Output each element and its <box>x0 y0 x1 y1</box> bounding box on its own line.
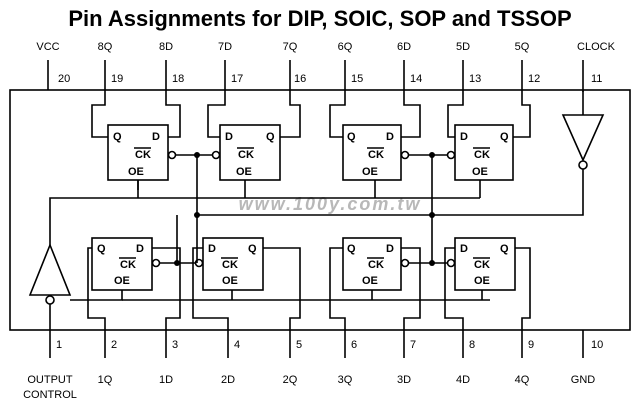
svg-text:CK: CK <box>222 259 238 271</box>
pin-num-7: 7 <box>410 339 416 351</box>
flipflop-4: D Q CK OE <box>446 237 516 291</box>
svg-text:CK: CK <box>238 149 254 161</box>
flipflop-3: Q D CK OE <box>342 237 410 291</box>
pin-name-gnd: GND <box>571 374 596 386</box>
pin-name-5d: 5D <box>456 41 470 53</box>
pin-name-output-control-2: CONTROL <box>23 389 77 401</box>
svg-text:OE: OE <box>362 275 378 287</box>
output-control-buffer <box>28 180 490 330</box>
svg-text:OE: OE <box>222 275 238 287</box>
pin-num-8: 8 <box>469 339 475 351</box>
pin-name-clock: CLOCK <box>577 41 616 53</box>
pin-num-15: 15 <box>351 73 363 85</box>
svg-text:CK: CK <box>135 149 151 161</box>
pin-name-2q: 2Q <box>283 374 298 386</box>
pin-name-3d: 3D <box>397 374 411 386</box>
svg-text:Q: Q <box>500 131 509 143</box>
package-outline <box>9 89 631 331</box>
pin-name-7q: 7Q <box>283 41 298 53</box>
bottom-pin-names: OUTPUT CONTROL 1Q 1D 2D 2Q 3Q 3D 4D 4Q G… <box>23 374 595 401</box>
top-pin-leads <box>47 60 584 90</box>
pin-name-6q: 6Q <box>338 41 353 53</box>
pin-num-13: 13 <box>469 73 481 85</box>
svg-text:Q: Q <box>248 243 257 255</box>
pin-name-8q: 8Q <box>98 41 113 53</box>
pin-num-10: 10 <box>591 339 603 351</box>
svg-text:CK: CK <box>368 149 384 161</box>
svg-text:D: D <box>225 131 233 143</box>
pin-num-19: 19 <box>111 73 123 85</box>
pin-num-12: 12 <box>528 73 540 85</box>
svg-text:OE: OE <box>236 166 252 178</box>
svg-text:OE: OE <box>114 275 130 287</box>
pin-num-11: 11 <box>591 73 602 85</box>
pin-num-3: 3 <box>172 339 178 351</box>
svg-text:OE: OE <box>472 166 488 178</box>
flipflop-2: D Q CK OE <box>194 237 264 291</box>
pin-name-7d: 7D <box>218 41 232 53</box>
svg-text:OE: OE <box>128 166 144 178</box>
svg-text:D: D <box>152 131 160 143</box>
pin-name-1d: 1D <box>159 374 173 386</box>
pin-name-1q: 1Q <box>98 374 113 386</box>
top-pin-names: VCC 8Q 8D 7D 7Q 6Q 6D 5D 5Q CLOCK <box>36 41 615 53</box>
pin-num-17: 17 <box>231 73 243 85</box>
pin-name-5q: 5Q <box>515 41 530 53</box>
flipflop-6: Q D CK OE <box>342 124 410 181</box>
svg-text:Q: Q <box>266 131 275 143</box>
clock-buffer <box>176 90 605 263</box>
flipflop-5: D Q CK OE <box>446 124 514 181</box>
pin-num-14: 14 <box>410 73 422 85</box>
pin-name-output-control: OUTPUT <box>27 374 73 386</box>
pin-name-6d: 6D <box>397 41 411 53</box>
svg-text:Q: Q <box>347 131 356 143</box>
svg-text:OE: OE <box>362 166 378 178</box>
svg-text:CK: CK <box>368 259 384 271</box>
svg-text:CK: CK <box>474 149 490 161</box>
svg-text:OE: OE <box>474 275 490 287</box>
pin-name-8d: 8D <box>159 41 173 53</box>
pin-name-4q: 4Q <box>515 374 530 386</box>
pin-num-4: 4 <box>234 339 240 351</box>
svg-text:Q: Q <box>97 243 106 255</box>
pin-num-18: 18 <box>172 73 184 85</box>
svg-text:D: D <box>208 243 216 255</box>
pin-name-4d: 4D <box>456 374 470 386</box>
pin-name-2d: 2D <box>221 374 235 386</box>
pin-name-vcc: VCC <box>36 41 59 53</box>
flipflop-8: Q D CK OE <box>107 124 177 181</box>
pin-num-16: 16 <box>294 73 306 85</box>
watermark-text: www.100y.com.tw <box>239 194 422 214</box>
pin-num-5: 5 <box>296 339 302 351</box>
pin-num-6: 6 <box>351 339 357 351</box>
top-row-wires <box>91 90 531 190</box>
svg-text:D: D <box>386 131 394 143</box>
svg-text:Q: Q <box>500 243 509 255</box>
flipflop-7: D Q CK OE <box>211 124 281 181</box>
bottom-row-wires <box>87 247 531 330</box>
pin-num-20: 20 <box>58 73 70 85</box>
pin-num-9: 9 <box>528 339 534 351</box>
svg-text:D: D <box>386 243 394 255</box>
svg-text:Q: Q <box>113 131 122 143</box>
top-pin-numbers: 20 19 18 17 16 15 14 13 12 11 <box>58 73 602 85</box>
pin-num-2: 2 <box>111 339 117 351</box>
pin-name-3q: 3Q <box>338 374 353 386</box>
svg-text:D: D <box>460 243 468 255</box>
svg-text:CK: CK <box>120 259 136 271</box>
diagram-title: Pin Assignments for DIP, SOIC, SOP and T… <box>68 6 571 31</box>
svg-text:CK: CK <box>474 259 490 271</box>
flipflop-1: Q D CK OE <box>91 237 161 291</box>
svg-text:Q: Q <box>347 243 356 255</box>
svg-text:D: D <box>460 131 468 143</box>
bottom-pin-leads <box>49 330 584 358</box>
bottom-pin-numbers: 1 2 3 4 5 6 7 8 9 10 <box>56 339 603 351</box>
svg-text:D: D <box>136 243 144 255</box>
pin-num-1: 1 <box>56 339 62 351</box>
